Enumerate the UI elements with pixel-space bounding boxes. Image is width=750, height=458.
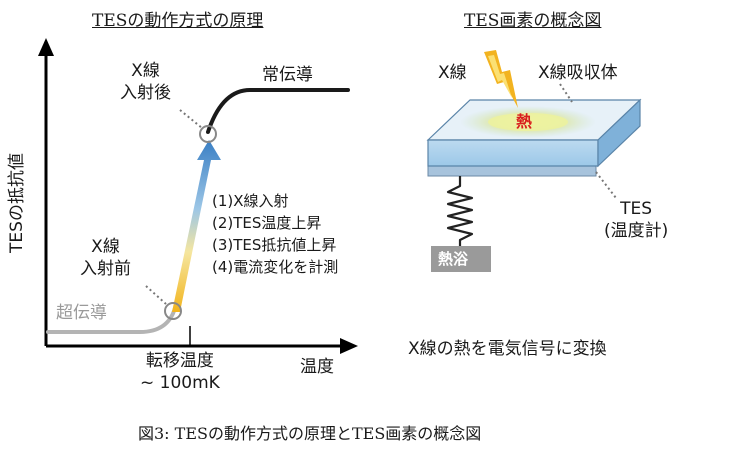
absorber-slab-front [427, 139, 599, 167]
label-after-line2: 入射後 [120, 83, 171, 103]
label-tes-line1: TES [620, 199, 653, 219]
label-tes-line2: (温度計) [604, 221, 669, 241]
label-before-line1: X線 [91, 237, 120, 257]
label-absorber: X線吸収体 [538, 63, 618, 83]
label-after-incidence: X線 入射後 [120, 60, 171, 104]
circle-before [164, 302, 182, 320]
circle-after [199, 125, 217, 143]
x-axis-arrowhead [340, 338, 358, 354]
transition-arrow [172, 140, 221, 312]
label-normal-conducting: 常伝導 [262, 65, 313, 85]
leader-before [145, 285, 167, 305]
thermal-link-spring-icon [446, 176, 474, 246]
label-superconducting: 超伝導 [56, 303, 107, 323]
step-2: (2)TES温度上昇 [212, 214, 322, 232]
heat-glow-inner [488, 113, 568, 131]
figure-caption: 図3: TESの動作方式の原理とTES画素の概念図 [138, 424, 482, 443]
label-before-line2: 入射前 [80, 259, 131, 279]
conversion-text: X線の熱を電気信号に変換 [408, 339, 607, 359]
tes-sensor [427, 165, 597, 177]
label-heat: 熱 [516, 112, 533, 131]
right-panel-title: TES画素の概念図 [464, 11, 602, 31]
left-panel-title: TESの動作方式の原理 [92, 11, 264, 31]
step-1: (1)X線入射 [212, 192, 289, 210]
transition-line1: 転移温度 [145, 351, 214, 371]
x-axis-label: 温度 [300, 357, 334, 377]
label-tes-thermometer: TES (温度計) [604, 198, 668, 242]
transition-temperature-label: 転移温度 ~ 100mK [140, 350, 220, 394]
step-4: (4)電流変化を計測 [212, 258, 339, 276]
y-axis-arrowhead [38, 38, 54, 56]
transition-line2: ~ 100mK [140, 373, 220, 393]
label-after-line1: X線 [131, 61, 160, 81]
y-axis-label: TESの抵抗値 [7, 153, 27, 253]
process-steps: (1)X線入射 (2)TES温度上昇 (3)TES抵抗値上昇 (4)電流変化を計… [212, 190, 338, 278]
label-before-incidence: X線 入射前 [80, 236, 131, 280]
heat-bath-box [431, 246, 491, 272]
label-heat-bath: 熱浴 [438, 250, 469, 268]
resistance-curve-normal [206, 88, 350, 134]
leader-after [179, 109, 203, 129]
label-xray: X線 [438, 63, 467, 83]
resistance-curve-superconducting [46, 306, 177, 334]
absorber-slab-side [597, 98, 641, 168]
leader-absorber [559, 83, 573, 103]
leader-tes [595, 171, 617, 199]
step-3: (3)TES抵抗値上昇 [212, 236, 337, 254]
